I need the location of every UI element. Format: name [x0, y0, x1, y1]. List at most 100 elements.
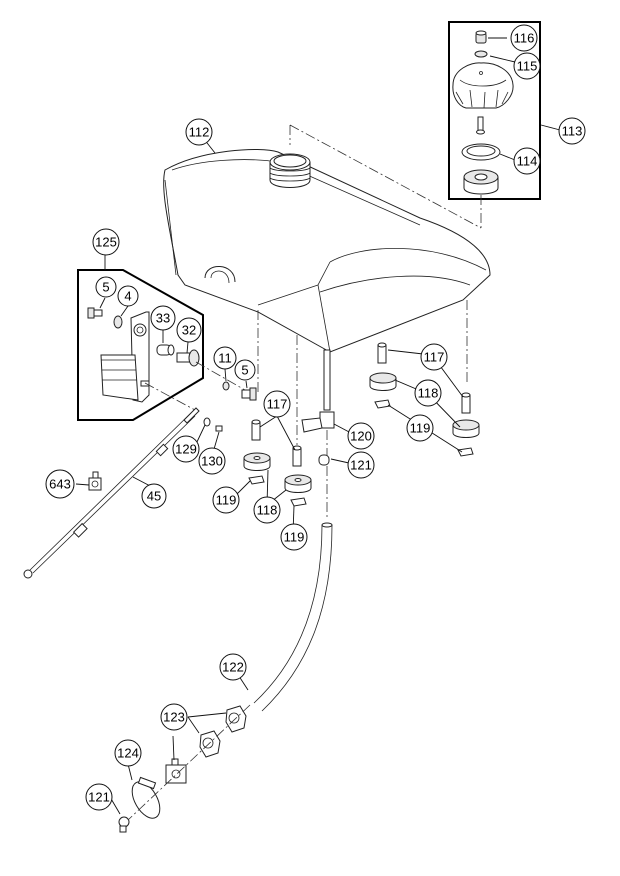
- washer-4-part: [113, 315, 123, 329]
- fittings-axis-line: [127, 704, 251, 821]
- svg-text:4: 4: [124, 289, 131, 304]
- callout-circles: 116 115 113 114 112 125 5 4 33 32 11 5 1…: [45, 24, 586, 811]
- clamp-band-124: [131, 776, 161, 819]
- svg-text:119: 119: [216, 493, 237, 508]
- inset-frame-113: [448, 21, 541, 200]
- svg-text:45: 45: [147, 489, 161, 504]
- callout-11: 11: [213, 346, 237, 370]
- throttle-cable-part: [23, 407, 200, 579]
- callout-124: 124: [114, 739, 142, 767]
- filler-neck-part: [269, 153, 311, 188]
- tank-loop-part: [204, 266, 236, 283]
- bolt-5-part: [87, 307, 103, 319]
- svg-text:118: 118: [257, 503, 278, 518]
- callout-118-left: 118: [253, 496, 281, 524]
- fuel-cap-inset: [448, 21, 541, 200]
- svg-text:114: 114: [517, 154, 538, 169]
- rubber-mount-118c: [369, 372, 397, 391]
- callout-643: 643: [45, 469, 75, 499]
- callout-114: 114: [513, 147, 541, 175]
- callout-33: 33: [150, 305, 176, 331]
- svg-text:124: 124: [117, 746, 139, 761]
- callout-4: 4: [117, 285, 139, 307]
- svg-text:113: 113: [562, 124, 583, 139]
- callout-121-upper: 121: [347, 451, 375, 479]
- washer-115-part: [474, 50, 488, 58]
- svg-text:130: 130: [201, 454, 223, 469]
- bolt-5b-part: [241, 387, 257, 401]
- svg-text:122: 122: [222, 660, 244, 675]
- washer-129-part: [203, 417, 211, 427]
- cap-gasket-part: [461, 143, 501, 161]
- hose-clamp-121a: [318, 454, 330, 466]
- cap-to-tank-line: [289, 124, 482, 229]
- callout-116: 116: [510, 24, 538, 52]
- right-mount-group: [369, 342, 480, 457]
- svg-text:117: 117: [267, 397, 288, 412]
- callout-121-lower: 121: [85, 783, 113, 811]
- nut-130-part: [215, 425, 223, 432]
- callout-129: 129: [172, 435, 200, 463]
- spacer-117b: [292, 445, 302, 467]
- spacer-117a: [251, 419, 261, 441]
- callout-115: 115: [513, 52, 541, 80]
- svg-text:5: 5: [241, 363, 248, 378]
- callout-112: 112: [185, 118, 213, 146]
- callout-117-left: 117: [263, 390, 291, 418]
- callout-119-mid: 119: [280, 523, 308, 551]
- hose-clamp-121b: [118, 816, 130, 833]
- spacer-117d: [461, 392, 471, 414]
- cable-stop-part: [88, 471, 102, 491]
- rubber-mount-118d: [452, 419, 480, 438]
- cap-base-part: [463, 169, 499, 195]
- clip-119c: [374, 399, 391, 409]
- svg-text:32: 32: [182, 323, 196, 338]
- callout-117-right: 117: [420, 343, 448, 371]
- callout-113: 113: [558, 117, 586, 145]
- svg-text:119: 119: [284, 530, 305, 545]
- callout-120: 120: [347, 422, 375, 450]
- bolt-32-part: [176, 349, 200, 367]
- callout-5b: 5: [234, 359, 256, 381]
- callout-130: 130: [198, 447, 226, 475]
- pedal-axis-line: [144, 361, 246, 411]
- callout-119-left: 119: [212, 486, 240, 514]
- callout-45: 45: [141, 483, 167, 509]
- svg-text:11: 11: [218, 351, 232, 366]
- cap-screw-part: [475, 30, 487, 44]
- clip-119d: [457, 447, 474, 457]
- pedal-inset: [77, 269, 204, 421]
- left-mount-group: [243, 419, 312, 507]
- callout-119-right: 119: [406, 414, 434, 442]
- svg-text:121: 121: [88, 790, 110, 805]
- svg-text:116: 116: [514, 31, 535, 46]
- callout-5a: 5: [95, 276, 117, 298]
- svg-text:118: 118: [418, 386, 439, 401]
- callout-125: 125: [92, 228, 120, 256]
- svg-text:117: 117: [424, 350, 445, 365]
- clip-119b: [290, 497, 307, 507]
- svg-text:121: 121: [350, 458, 372, 473]
- svg-text:123: 123: [163, 710, 185, 725]
- fitting-123a: [225, 705, 247, 733]
- cap-pin-part: [476, 116, 485, 135]
- svg-text:129: 129: [175, 442, 197, 457]
- svg-text:120: 120: [350, 429, 372, 444]
- rubber-mount-118b: [284, 474, 312, 493]
- cap-knob-part: [452, 62, 514, 109]
- fitting-123c: [165, 758, 187, 784]
- spacer-117c: [377, 342, 387, 364]
- svg-text:5: 5: [102, 280, 109, 295]
- svg-text:119: 119: [410, 421, 431, 436]
- fuel-tank-part: [163, 148, 491, 353]
- callout-123: 123: [160, 703, 188, 731]
- clip-119a: [248, 475, 265, 485]
- pedal-part: [100, 311, 150, 403]
- callout-122: 122: [219, 653, 247, 681]
- svg-text:112: 112: [189, 125, 210, 140]
- fuel-valve-part: [301, 349, 335, 433]
- callout-118-right: 118: [414, 379, 442, 407]
- svg-text:33: 33: [156, 311, 170, 326]
